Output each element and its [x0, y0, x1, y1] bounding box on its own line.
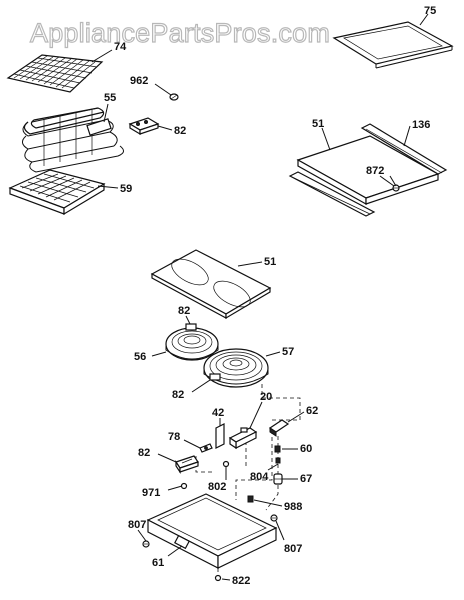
label-82-top: 82 — [174, 125, 186, 137]
label-61: 61 — [152, 557, 164, 569]
label-51-lower: 51 — [264, 256, 276, 268]
label-807-right: 807 — [284, 543, 302, 555]
label-136: 136 — [412, 119, 430, 131]
label-82-element-large: 82 — [172, 389, 184, 401]
label-82-lower: 82 — [138, 447, 150, 459]
label-74: 74 — [114, 41, 127, 53]
label-78: 78 — [168, 431, 180, 443]
label-807-left: 807 — [128, 519, 146, 531]
label-822: 822 — [232, 575, 250, 587]
label-962: 962 — [130, 75, 148, 87]
burner-box-61-part[interactable] — [146, 493, 278, 569]
screw-802-part[interactable] — [222, 460, 230, 468]
clip-872-part[interactable] — [392, 184, 400, 192]
radiant-element-56-part[interactable] — [165, 323, 219, 361]
label-55: 55 — [104, 92, 116, 104]
label-56: 56 — [134, 351, 146, 363]
label-802: 802 — [208, 481, 226, 493]
switch-62-part[interactable] — [268, 419, 290, 437]
label-62: 62 — [306, 405, 318, 417]
label-67: 67 — [300, 473, 312, 485]
watermark-text: AppliancePartsPros.com — [30, 18, 330, 48]
screw-988-part[interactable] — [247, 495, 254, 503]
screw-807-left-part[interactable] — [142, 540, 150, 548]
cooktop-glass-51-upper-part[interactable] — [296, 135, 440, 206]
oven-rack-part[interactable] — [6, 54, 104, 93]
label-57: 57 — [282, 346, 294, 358]
terminal-block-82-part[interactable] — [128, 117, 160, 136]
screw-962-part[interactable] — [169, 93, 179, 101]
screw-971-part[interactable] — [180, 482, 188, 490]
radiant-element-57-part[interactable] — [203, 348, 269, 388]
label-42: 42 — [212, 407, 224, 419]
panel-75-part[interactable] — [332, 21, 454, 69]
label-82-element-small: 82 — [178, 305, 190, 317]
indicator-67-part[interactable] — [273, 473, 283, 485]
fitting-60-part[interactable] — [274, 445, 281, 453]
cooktop-glass-51-lower-part[interactable] — [150, 249, 272, 320]
label-971: 971 — [142, 487, 160, 499]
label-75: 75 — [424, 5, 436, 17]
label-51-upper: 51 — [312, 118, 324, 130]
terminal-block-82-lower-part[interactable] — [175, 455, 199, 474]
label-872: 872 — [366, 165, 384, 177]
screw-822-part[interactable] — [214, 574, 222, 582]
screw-804-part[interactable] — [275, 457, 281, 464]
label-59: 59 — [120, 183, 132, 195]
label-988: 988 — [284, 501, 302, 513]
trim-136-part[interactable] — [288, 123, 448, 217]
screw-807-right-part[interactable] — [270, 514, 278, 522]
label-804: 804 — [250, 471, 269, 483]
plate-42-part[interactable] — [215, 423, 225, 449]
bake-element-part[interactable] — [22, 107, 124, 173]
label-20: 20 — [260, 391, 272, 403]
bracket-20-part[interactable] — [228, 427, 258, 450]
connector-78-part[interactable] — [199, 443, 213, 453]
label-60: 60 — [300, 443, 312, 455]
broiler-pan-part[interactable] — [8, 169, 106, 216]
